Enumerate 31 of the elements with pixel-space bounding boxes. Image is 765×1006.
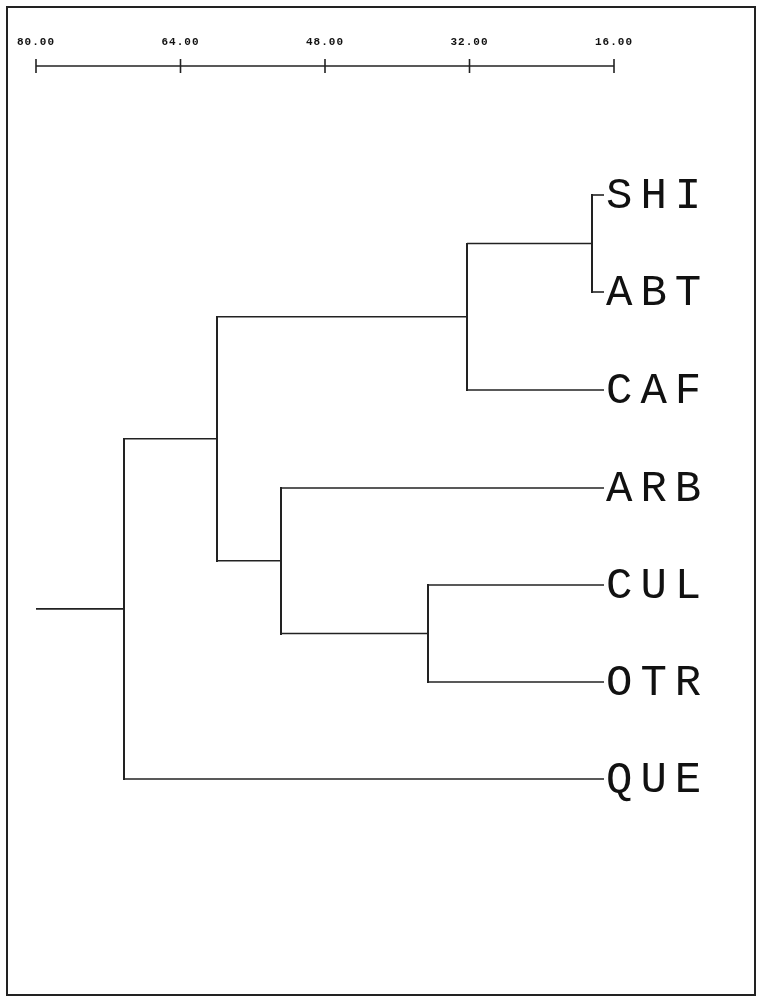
leaf-label: CAF	[606, 369, 710, 413]
branch-line	[591, 194, 605, 196]
junction-line	[427, 584, 429, 683]
leaf-label: ARB	[606, 467, 710, 511]
junction-line	[280, 487, 282, 635]
leaf-label: CUL	[606, 564, 710, 608]
scale-label: 48.00	[306, 36, 344, 48]
scale-label: 32.00	[450, 36, 489, 48]
branch-line	[35, 608, 125, 610]
junction-line	[123, 437, 125, 780]
branch-line	[427, 584, 605, 586]
leaf-label: OTR	[606, 661, 710, 705]
junction-line	[216, 315, 218, 562]
branch-line	[427, 681, 605, 683]
branch-line	[466, 242, 593, 245]
scale-label: 80.00	[17, 36, 55, 48]
branch-line	[280, 487, 605, 489]
branch-line	[280, 632, 429, 635]
scale-label: 64.00	[161, 36, 200, 48]
branch-line	[216, 559, 282, 562]
branch-line	[123, 778, 605, 780]
leaf-label: SHI	[606, 174, 710, 218]
leaf-label: ABT	[606, 271, 710, 315]
branch-line	[466, 389, 605, 391]
branch-line	[216, 315, 468, 318]
junction-line	[466, 242, 468, 391]
branch-line	[123, 437, 218, 440]
scale-label: 16.00	[595, 36, 633, 48]
junction-line	[591, 194, 593, 293]
leaf-label: QUE	[606, 758, 710, 802]
branch-line	[591, 291, 605, 293]
